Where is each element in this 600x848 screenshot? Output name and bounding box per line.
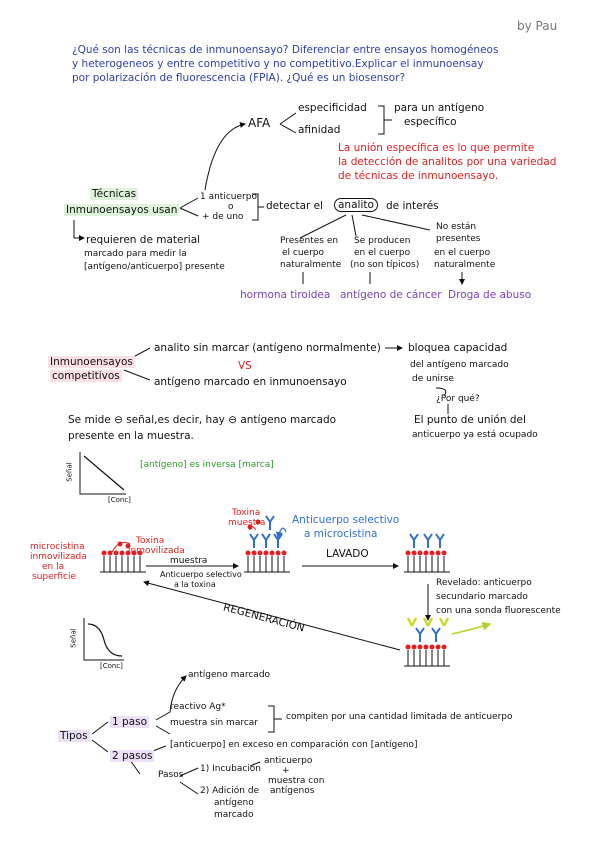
se-mide-1: Se mide ⊖ señal,es decir, hay ⊖ antígeno… [68,414,337,426]
adicion-2: antígeno [214,798,254,808]
union-3: de técnicas de inmunoensayo. [338,170,499,182]
antigeno-cancer: antígeno de cáncer [340,289,442,301]
reactivo: reactivo Ag* [170,702,226,712]
graph2-axis-y: Señal [69,628,78,648]
para-antigeno-1: para un antígeno [394,102,485,114]
anticuerpo-1: 1 anticuerpo [200,192,257,202]
requieren-1: requieren de material [86,234,201,246]
pasos-label: Pasos [158,770,184,780]
un-paso: 1 paso [110,716,150,729]
punto-union-2: anticuerpo ya está ocupado [412,430,538,440]
o-label: o [228,202,234,212]
analito: analito [334,198,378,213]
graph2-axis-x: [Conc] [100,662,123,670]
anticuerpo-toxina-2: a la toxina [174,580,216,589]
microcistina-3: en la [42,562,65,572]
mas-de-uno: + de uno [202,212,244,222]
se-mide-2: presente en la muestra. [68,430,194,442]
question-line-3: por polarización de fluorescencia (FPIA)… [72,72,406,84]
bloquea-3: de unirse [412,374,454,384]
vs-label: VS [238,360,252,372]
analito-sin-marcar: analito sin marcar (antígeno normalmente… [154,342,381,354]
lavado: LAVADO [326,548,369,560]
graph1-axis-y: Señal [65,462,74,482]
anticuerpo-plus-1: anticuerpo [264,756,313,766]
question-line-2: y heterogeneos y entre competitivo y no … [72,58,484,70]
no-estan-1: No están [436,222,477,232]
bloquea-2: del antígeno marcado [410,360,509,370]
muestra: muestra [170,556,208,566]
competitivos-title: competitivos [50,370,122,383]
requieren-3: [antígeno/anticuerpo] presente [84,262,225,272]
anticuerpo-selectivo-1: Anticuerpo selectivo [292,514,400,526]
no-estan-4: naturalmente [434,260,496,270]
revelado-3: con una sonda fluorescente [436,606,561,616]
droga: Droga de abuso [448,289,532,301]
no-estan-3: en el cuerpo [434,248,491,258]
presentes-2: el cuerpo [282,248,325,258]
adicion-3: marcado [214,810,254,820]
afinidad-label: AFA [248,116,271,130]
incubacion: 1) Incubación [200,764,261,774]
bloquea-1: bloquea capacidad [408,342,508,354]
microcistina-1: microcistina [30,542,85,552]
signature: by Pau [517,19,558,33]
hormona: hormona tiroidea [240,289,331,301]
de-interes: de interés [386,200,439,212]
inversa: [antígeno] es inversa [marca] [140,460,274,470]
question-line-1: ¿Qué son las técnicas de inmunoensayo? D… [72,44,499,56]
microcistina-4: superficie [32,572,76,582]
se-producen-2: en el cuerpo [354,248,411,258]
union-2: la detección de analitos por una varieda… [338,156,557,168]
especificidad: especificidad [298,102,367,114]
toxina-inmovilizada-1: Toxina [136,536,165,546]
muestra-sin-marcar: muestra sin marcar [170,718,259,728]
antigeno-marcado-4: antígeno marcado [188,670,271,680]
anticuerpo-selectivo-2: a microcistina [304,528,378,540]
inmunoensayos-title: Inmunoensayos [48,356,135,369]
antigeno-marcado: antígeno marcado en inmunoensayo [154,376,347,388]
toxina-muestra-1: Toxina [232,508,261,518]
presentes-1: Presentes en [280,236,339,246]
anticuerpo-plus-4: antígenos [270,786,315,796]
tipos-title: Tipos [58,730,90,743]
microcistina-2: inmovilizada [30,552,87,562]
se-producen-1: Se producen [354,236,411,246]
para-antigeno-2: específico [404,116,457,128]
toxina-inmovilizada-2: inmovilizada [128,546,185,556]
punto-union-1: El punto de unión del [414,414,526,426]
detectar: detectar el [266,200,324,212]
anticuerpo-plus-3: muestra con [268,776,325,786]
union-1: La unión específica es lo que permite [338,142,535,154]
presentes-3: naturalmente [280,260,342,270]
dos-pasos: 2 pasos [110,750,155,763]
compiten: compiten por una cantidad limitada de an… [286,712,513,722]
anticuerpo-plus-2: + [282,766,290,776]
tecnicas-title: Técnicas [90,188,139,201]
no-estan-2: presentes [436,234,481,244]
revelado-2: secundario marcado [436,592,528,602]
anticuerpo-toxina-1: Anticuerpo selectivo [160,570,242,579]
anticuerpo-exceso: [anticuerpo] en exceso en comparación co… [170,740,418,750]
afinidad: afinidad [298,124,341,136]
se-producen-3: (no son típicos) [350,260,420,270]
toxina-muestra-2: muestra [228,518,266,528]
revelado-1: Revelado: anticuerpo [436,578,532,588]
por-que: ¿Por qué? [436,394,480,404]
inmunoensayos-usan: Inmunoensayos usan [64,204,180,217]
adicion-1: 2) Adición de [200,786,260,796]
graph1-axis-x: [Conc] [108,496,131,504]
requieren-2: marcado para medir la [84,249,187,259]
